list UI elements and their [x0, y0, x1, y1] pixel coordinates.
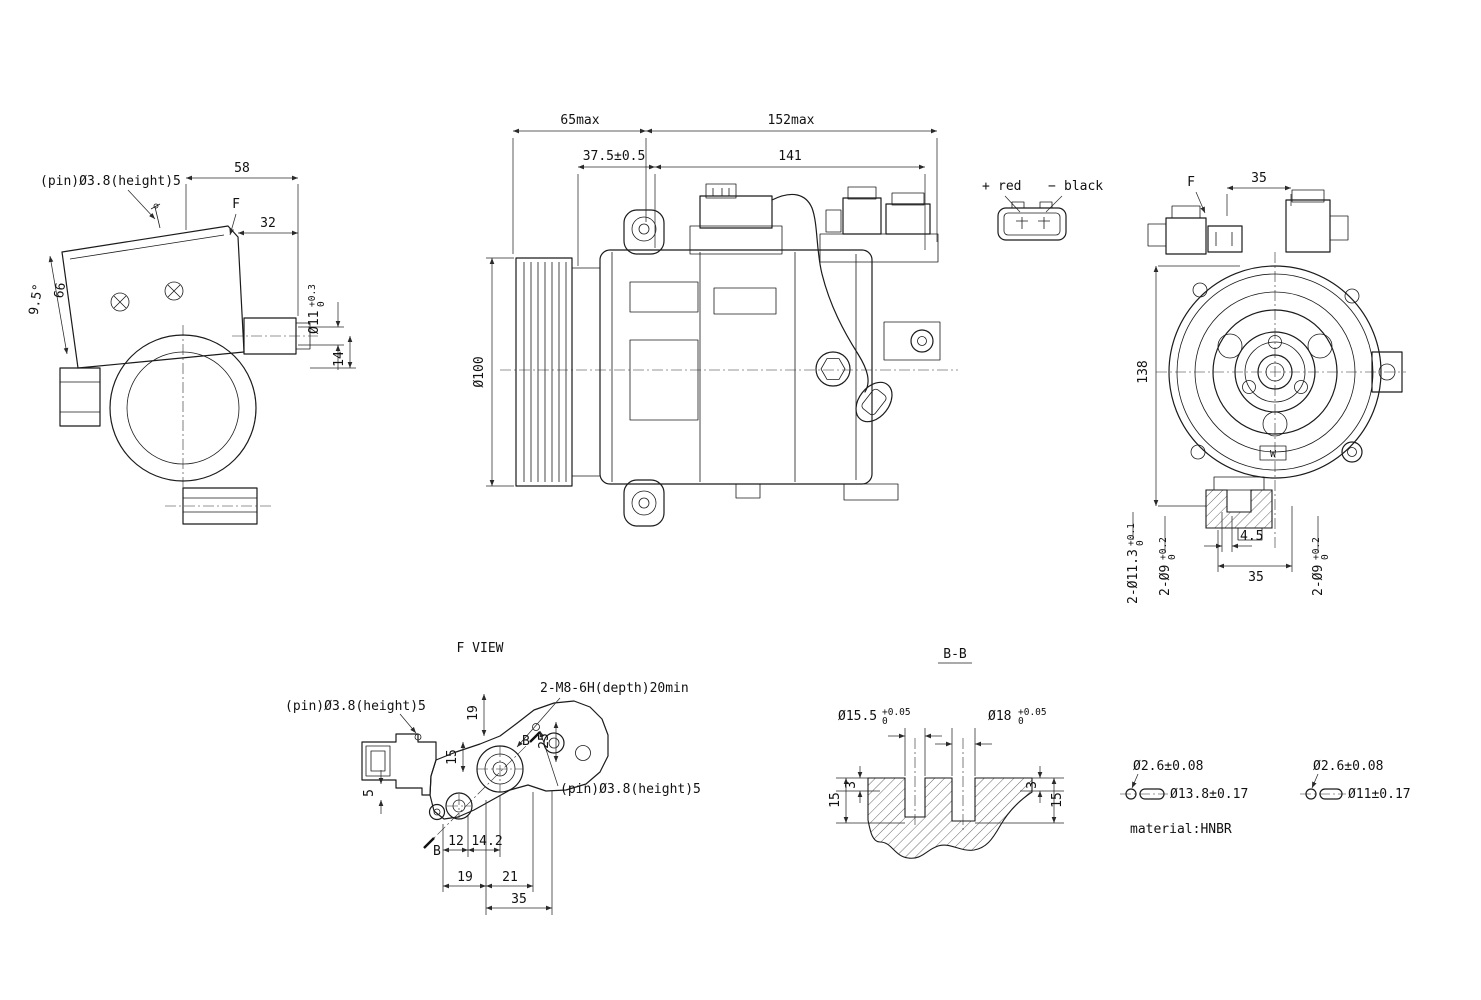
- depth-right-inner-label: 3: [1025, 781, 1040, 789]
- hole2-tol-minus: 0: [1167, 554, 1178, 560]
- dim-25-label: 25: [537, 733, 552, 749]
- oring2-id-label: Ø11±0.17: [1348, 787, 1411, 802]
- view-orings: Ø2.6±0.08 Ø13.8±0.17 Ø2.6±0.08 Ø11±0.17 …: [1120, 759, 1411, 837]
- dim-37-5-label: 37.5±0.5: [583, 149, 646, 164]
- hole1-callout: 2-Ø11.3 +0.1 0: [1126, 523, 1146, 604]
- pin-label-right: (pin)Ø3.8(height)5: [560, 782, 701, 797]
- dim-15-label: 15: [445, 749, 460, 765]
- dim-32-label: 32: [260, 216, 276, 231]
- dim-pulley-dia-label: Ø100: [472, 356, 487, 387]
- dim-66-label: 66: [52, 282, 69, 300]
- pin-label-left: (pin)Ø3.8(height)5: [285, 699, 426, 714]
- section-b1-label: B: [433, 844, 441, 859]
- dim-4-5-label: 4.5: [1240, 529, 1263, 544]
- hole1-label: 2-Ø11.3: [1126, 549, 1141, 604]
- bore-right-tol-minus: 0: [1018, 716, 1024, 727]
- dim-bore-11-group: Ø11 +0.3 0: [307, 284, 327, 334]
- section-bb-dimensions: Ø15.5 +0.05 0 Ø18 +0.05 0 15 3: [828, 707, 1065, 824]
- hole3-label: 2-Ø9: [1311, 565, 1326, 596]
- dim-65max-label: 65max: [560, 113, 599, 128]
- datum-f-side-label: F: [232, 197, 240, 212]
- dim-14-label: 14: [332, 351, 347, 367]
- dim-141-label: 141: [778, 149, 801, 164]
- connector-minus-sign: −: [1048, 179, 1056, 194]
- dim-bore-11-label: Ø11: [307, 311, 322, 334]
- depth-right-outer-label: 15: [1050, 792, 1065, 808]
- view-side: 58 32 F 66 9.5° (pin)Ø3.8(height)5 Ø11 +…: [27, 161, 356, 525]
- dim-bore-11-tol-plus: +0.3: [307, 284, 318, 307]
- dim-138-label: 138: [1136, 360, 1151, 383]
- connector-plus-sign: +: [982, 179, 990, 194]
- dim-19a-label: 19: [466, 705, 481, 721]
- bore-left-callout: Ø15.5 +0.05 0: [838, 707, 911, 727]
- hole2-label: 2-Ø9: [1158, 565, 1173, 596]
- hole3-callout: 2-Ø9 +0.2 0: [1311, 537, 1331, 596]
- dim-35-label: 35: [511, 892, 527, 907]
- dim-5-label: 5: [362, 789, 377, 797]
- hole1-tol-minus: 0: [1135, 540, 1146, 546]
- connector-minus-label: black: [1064, 179, 1103, 194]
- oring1-id-label: Ø13.8±0.17: [1170, 787, 1248, 802]
- view-connector-detail: + red − black: [982, 179, 1103, 241]
- oring1-group: Ø2.6±0.08 Ø13.8±0.17: [1120, 759, 1248, 802]
- view-section-bb: B-B Ø15.5 +0.05 0 Ø18 +0.05 0: [828, 647, 1065, 859]
- oring2-cs-label: Ø2.6±0.08: [1313, 759, 1383, 774]
- oring2-group: Ø2.6±0.08 Ø11±0.17: [1300, 759, 1411, 802]
- bore-left-label: Ø15.5: [838, 709, 877, 724]
- depth-left-outer-label: 15: [828, 792, 843, 808]
- section-b2-label: B: [522, 734, 530, 749]
- f-view-geometry: [361, 700, 609, 849]
- hole3-tol-plus: +0.2: [1311, 537, 1322, 560]
- depth-left-inner-label: 3: [844, 781, 859, 789]
- connector-geometry: [997, 195, 1067, 241]
- datum-f-end-label: F: [1187, 175, 1195, 190]
- dim-14-2-label: 14.2: [471, 834, 502, 849]
- dim-21-label: 21: [502, 870, 518, 885]
- front-view-dimensions: 65max 152max 37.5±0.5 141 Ø100: [472, 113, 938, 487]
- dim-35-bottom-label: 35: [1248, 570, 1264, 585]
- connector-plus-label: red: [998, 179, 1021, 194]
- end-view-dimensions: F 35 138 4.5 35 2-Ø11.3 +0.1 0 2-Ø9: [1126, 171, 1331, 604]
- bore-right-label: Ø18: [988, 709, 1011, 724]
- section-bb-geometry: [867, 738, 1033, 859]
- dim-152max-label: 152max: [768, 113, 815, 128]
- dim-bore-11-tol-minus: 0: [316, 301, 327, 307]
- material-label: material:HNBR: [1130, 822, 1232, 837]
- f-view-title: F VIEW: [457, 641, 504, 656]
- bore-right-tol-plus: +0.05: [1018, 707, 1047, 718]
- pin-label-side: (pin)Ø3.8(height)5: [40, 174, 181, 189]
- f-view-dimensions: 19 15 5 25 12 14.2 19 21 35: [362, 694, 559, 915]
- side-view-dimensions: 58 32 F 66 9.5° (pin)Ø3.8(height)5 Ø11 +…: [27, 161, 356, 370]
- bore-right-callout: Ø18 +0.05 0: [988, 707, 1047, 727]
- balance-mark-label: W: [1270, 449, 1277, 460]
- dim-angle-label: 9.5°: [27, 283, 47, 316]
- view-front: 65max 152max 37.5±0.5 141 Ø100: [472, 113, 958, 527]
- hole2-tol-plus: +0.2: [1158, 537, 1169, 560]
- oring1-cs-label: Ø2.6±0.08: [1133, 759, 1203, 774]
- front-view-geometry: [500, 183, 958, 527]
- hole2-callout: 2-Ø9 +0.2 0: [1158, 537, 1178, 596]
- bore-left-tol-minus: 0: [882, 716, 888, 727]
- hole3-tol-minus: 0: [1320, 554, 1331, 560]
- view-end: W F 35 138 4.5 35 2-Ø11.3 +0.1 0: [1126, 171, 1406, 604]
- dim-58-label: 58: [234, 161, 250, 176]
- end-view-geometry: W: [1147, 189, 1406, 548]
- dim-12-label: 12: [448, 834, 464, 849]
- section-bb-title: B-B: [943, 647, 967, 662]
- hole1-tol-plus: +0.1: [1126, 523, 1137, 546]
- dim-19b-label: 19: [457, 870, 473, 885]
- thread-callout-label: 2-M8-6H(depth)20min: [540, 681, 689, 696]
- bore-left-tol-plus: +0.05: [882, 707, 911, 718]
- f-view-callouts: 2-M8-6H(depth)20min (pin)Ø3.8(height)5 (…: [285, 681, 701, 859]
- view-f: F VIEW 2-M8-6H(depth)20min: [285, 641, 701, 915]
- dim-35-top-label: 35: [1251, 171, 1267, 186]
- side-view-geometry: [59, 203, 344, 525]
